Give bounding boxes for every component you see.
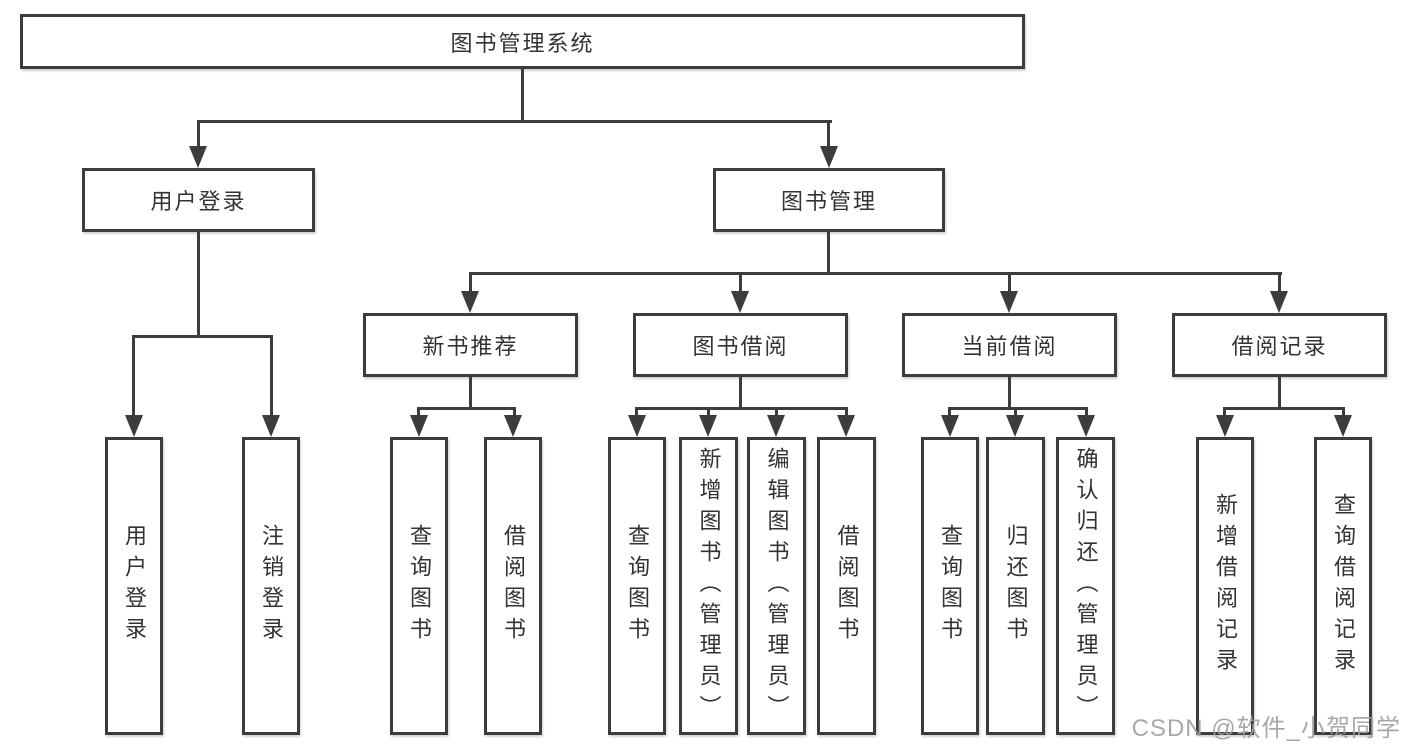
arrowhead-down-icon [628, 415, 646, 437]
connector-line [513, 407, 516, 421]
connector-line [417, 407, 420, 421]
connector-line [469, 272, 472, 297]
arrowhead-down-icon [461, 291, 479, 313]
connector-line [521, 69, 524, 122]
connector-line [417, 407, 516, 410]
arrowhead-down-icon [1000, 291, 1018, 313]
arrowhead-down-icon [410, 415, 428, 437]
connector-line [1223, 407, 1345, 410]
connector-line [775, 407, 778, 421]
node-book-borrow: 图书借阅 [633, 313, 848, 377]
connector-line [1223, 407, 1226, 421]
arrowhead-down-icon [699, 415, 717, 437]
leaf-query-book-recommend: 查询图书 [390, 437, 448, 735]
connector-line [948, 407, 951, 421]
csdn-watermark: CSDN @软件_小贺同学 [1131, 715, 1401, 742]
connector-line [1014, 407, 1017, 421]
connector-line [827, 120, 830, 150]
arrowhead-down-icon [820, 146, 838, 168]
leaf-return-book: 归还图书 [986, 437, 1045, 735]
arrowhead-down-icon [1077, 415, 1095, 437]
arrowhead-down-icon [189, 146, 207, 168]
arrowhead-down-icon [262, 415, 280, 437]
leaf-confirm-return-admin: 确认归还（管理员） [1056, 437, 1115, 735]
node-user-login: 用户登录 [82, 168, 315, 232]
arrowhead-down-icon [1006, 415, 1024, 437]
connector-line [270, 335, 273, 421]
arrowhead-down-icon [1334, 415, 1352, 437]
node-library-management-system: 图书管理系统 [20, 14, 1025, 69]
arrowhead-down-icon [1270, 291, 1288, 313]
connector-line [1008, 272, 1011, 297]
connector-line [1008, 377, 1011, 410]
node-book-management: 图书管理 [713, 168, 945, 232]
connector-line [1278, 272, 1281, 297]
connector-line [827, 232, 830, 275]
node-new-book-recommend: 新书推荐 [363, 313, 578, 377]
arrowhead-down-icon [504, 415, 522, 437]
node-borrow-record: 借阅记录 [1172, 313, 1387, 377]
connector-line [635, 407, 638, 421]
arrowhead-down-icon [941, 415, 959, 437]
connector-line [197, 120, 832, 123]
connector-line [845, 407, 848, 421]
leaf-borrow-book: 借阅图书 [817, 437, 876, 735]
connector-line [739, 377, 742, 410]
arrowhead-down-icon [125, 415, 143, 437]
connector-line [469, 377, 472, 410]
leaf-logout: 注销登录 [242, 437, 300, 735]
leaf-add-borrow-record: 新增借阅记录 [1196, 437, 1254, 735]
connector-line [1085, 407, 1088, 421]
connector-line [469, 272, 1282, 275]
connector-line [707, 407, 710, 421]
arrowhead-down-icon [731, 291, 749, 313]
connector-line [1278, 377, 1281, 410]
connector-line [197, 120, 200, 150]
connector-line [948, 407, 1088, 410]
connector-line [132, 335, 135, 421]
connector-line [1342, 407, 1345, 421]
arrowhead-down-icon [837, 415, 855, 437]
leaf-edit-book-admin: 编辑图书（管理员） [747, 437, 806, 735]
leaf-add-book-admin: 新增图书（管理员） [679, 437, 738, 735]
leaf-query-book-borrow: 查询图书 [608, 437, 666, 735]
arrowhead-down-icon [1216, 415, 1234, 437]
leaf-query-book-current: 查询图书 [921, 437, 979, 735]
leaf-user-login: 用户登录 [105, 437, 163, 735]
connector-line [197, 232, 200, 338]
node-current-borrow: 当前借阅 [902, 313, 1117, 377]
connector-line [132, 335, 273, 338]
connector-line [739, 272, 742, 297]
leaf-query-borrow-record: 查询借阅记录 [1314, 437, 1372, 735]
connector-line [635, 407, 848, 410]
arrowhead-down-icon [767, 415, 785, 437]
leaf-borrow-book-recommend: 借阅图书 [484, 437, 542, 735]
